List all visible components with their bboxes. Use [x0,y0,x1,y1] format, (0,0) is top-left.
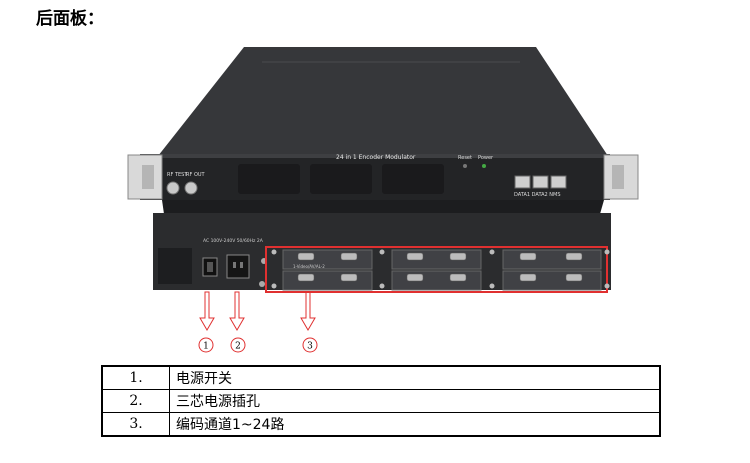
legend-description: 三芯电源插孔 [169,389,661,413]
ethernet-port-nms [550,175,567,189]
channel-label: 1-Video/AV/AL-2 [293,264,325,269]
rf-test-connector [166,181,180,195]
port-labels: DATA1 DATA2 NMS [514,192,561,198]
legend-row: 1. 电源开关 [101,365,661,390]
legend-row: 2. 三芯电源插孔 [101,389,661,413]
legend-row: 3. 编码通道1~24路 [101,412,661,437]
callout-number-3: 3 [307,342,313,352]
power-led-label: Power [478,155,494,161]
callout-circle-1 [198,337,214,353]
rf-out-connector [184,181,198,195]
arrow-2 [229,291,245,331]
power-socket [226,254,250,279]
rf-out-label: RF OUT [186,172,206,178]
legend-number: 3. [101,412,170,437]
callout-number-1: 1 [203,342,209,352]
ethernet-port-data1 [514,175,531,189]
power-spec-label: AC 100V-240V 50/60Hz 2A [203,238,264,244]
legend-number: 1. [101,365,170,390]
legend-description: 电源开关 [169,365,661,390]
front-title: 24 in 1 Encoder Modulator [336,154,416,161]
legend-description: 编码通道1~24路 [169,412,661,437]
arrow-1 [199,291,215,331]
legend-table: 1. 电源开关 2. 三芯电源插孔 3. 编码通道1~24路 [101,365,661,437]
rear-panel-figure: 24 in 1 Encoder Modulator RF TEST RF OUT… [127,47,639,353]
ethernet-port-data2 [532,175,549,189]
chassis-top [158,47,608,156]
section-heading: 后面板： [36,9,104,29]
callout-number-2: 2 [235,342,241,352]
rack-ear-left [127,154,163,200]
legend-number: 2. [101,389,170,413]
channel-highlight-box [265,246,608,293]
callout-circle-3 [302,337,318,353]
rf-test-label: RF TEST [167,172,188,178]
callout-circle-2 [230,337,246,353]
front-panel [140,154,610,200]
reset-label: Reset [458,155,472,161]
arrow-3 [300,291,316,331]
